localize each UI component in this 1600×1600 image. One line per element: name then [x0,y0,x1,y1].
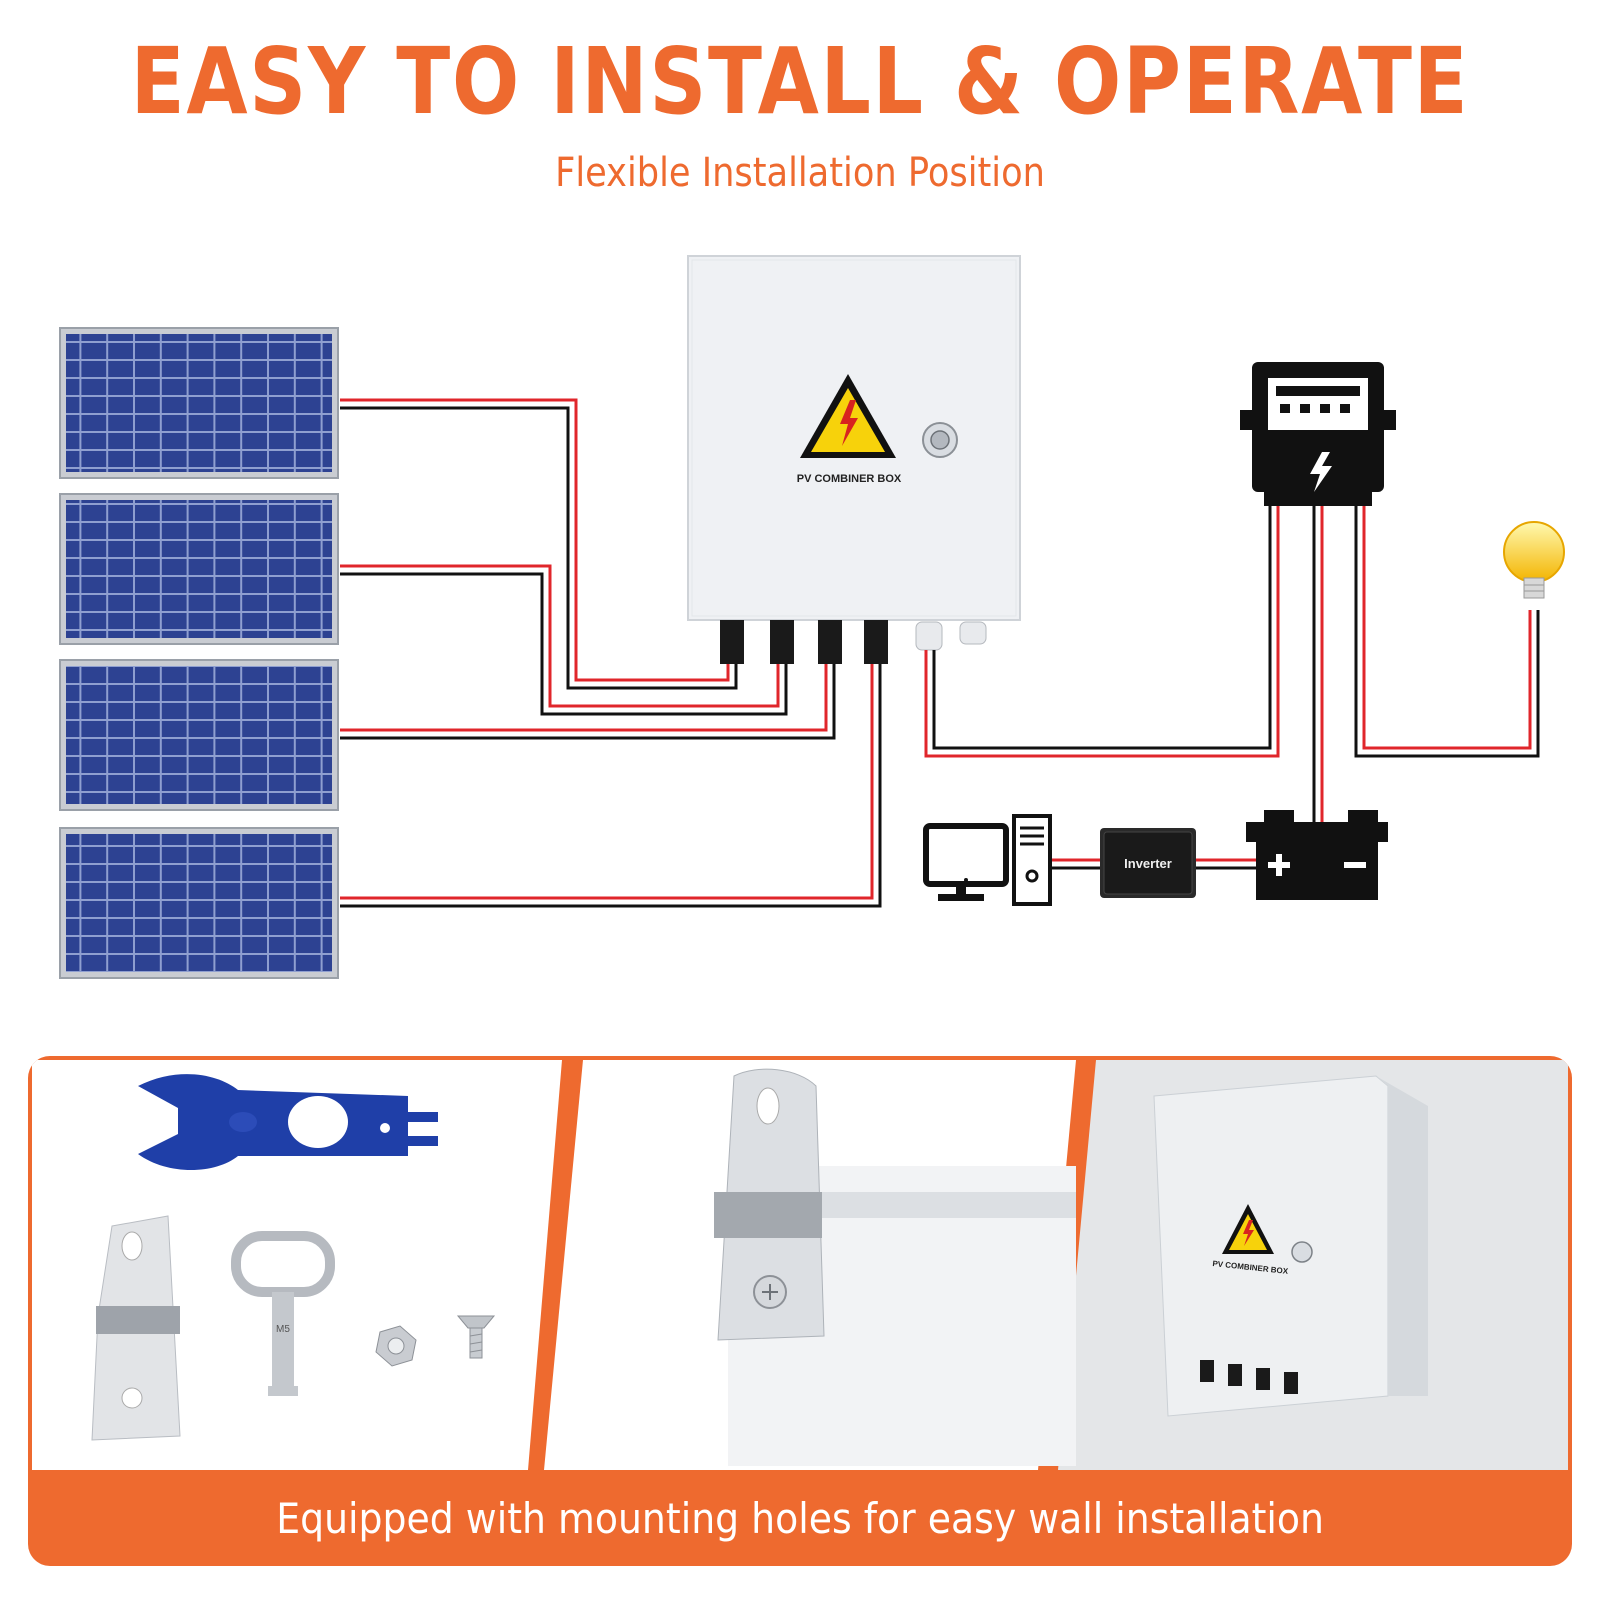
solar-panel-1 [59,327,339,479]
nut-icon [375,1325,417,1367]
mounting-bracket-icon [91,1215,181,1441]
electric-meter-icon [1240,362,1396,506]
caption-band: Equipped with mounting holes for easy wa… [28,1470,1572,1566]
pc-wires [1052,858,1256,870]
inverter-icon: Inverter [1100,828,1196,898]
accessories-images: M5 [32,1060,1568,1470]
wiring-diagram: PV COMBINER BOX [59,255,1565,979]
wrench-tool-icon [138,1074,438,1170]
lock-icon [922,422,958,458]
high-voltage-warning-icon [1222,1204,1274,1254]
caption-text: Equipped with mounting holes for easy wa… [276,1493,1324,1543]
mc4-connector-icon [720,620,888,664]
panel-wires [340,398,882,908]
output-wire [924,500,1280,758]
meter-wires [1312,506,1540,822]
screw-icon [456,1315,496,1359]
page-subtitle: Flexible Installation Position [555,150,1045,196]
lock-icon [1291,1241,1313,1263]
computer-monitor-icon [923,823,1009,901]
combiner-box-label: PV COMBINER BOX [797,473,902,485]
solar-panel-2 [59,493,339,645]
inverter-label: Inverter [1124,856,1172,871]
wall-mounted-box-image: PV COMBINER BOX [1153,1075,1428,1417]
computer-tower-icon [1012,814,1052,906]
mc4-connector-icon [1200,1360,1298,1394]
high-voltage-warning-icon [800,374,896,458]
cable-gland-icon [915,621,987,651]
light-bulb-icon [1503,521,1565,599]
bracket-closeup-image [714,1068,1076,1466]
cabinet-key-icon: M5 [231,1231,335,1396]
page-title: EASY TO INSTALL & OPERATE [130,28,1470,135]
solar-panel-3 [59,659,339,811]
pv-combiner-box: PV COMBINER BOX [687,255,1021,664]
solar-panel-4 [59,827,339,979]
accessories-panel: M5 [28,1056,1572,1566]
battery-icon [1246,810,1388,900]
key-marking: M5 [276,1324,290,1335]
